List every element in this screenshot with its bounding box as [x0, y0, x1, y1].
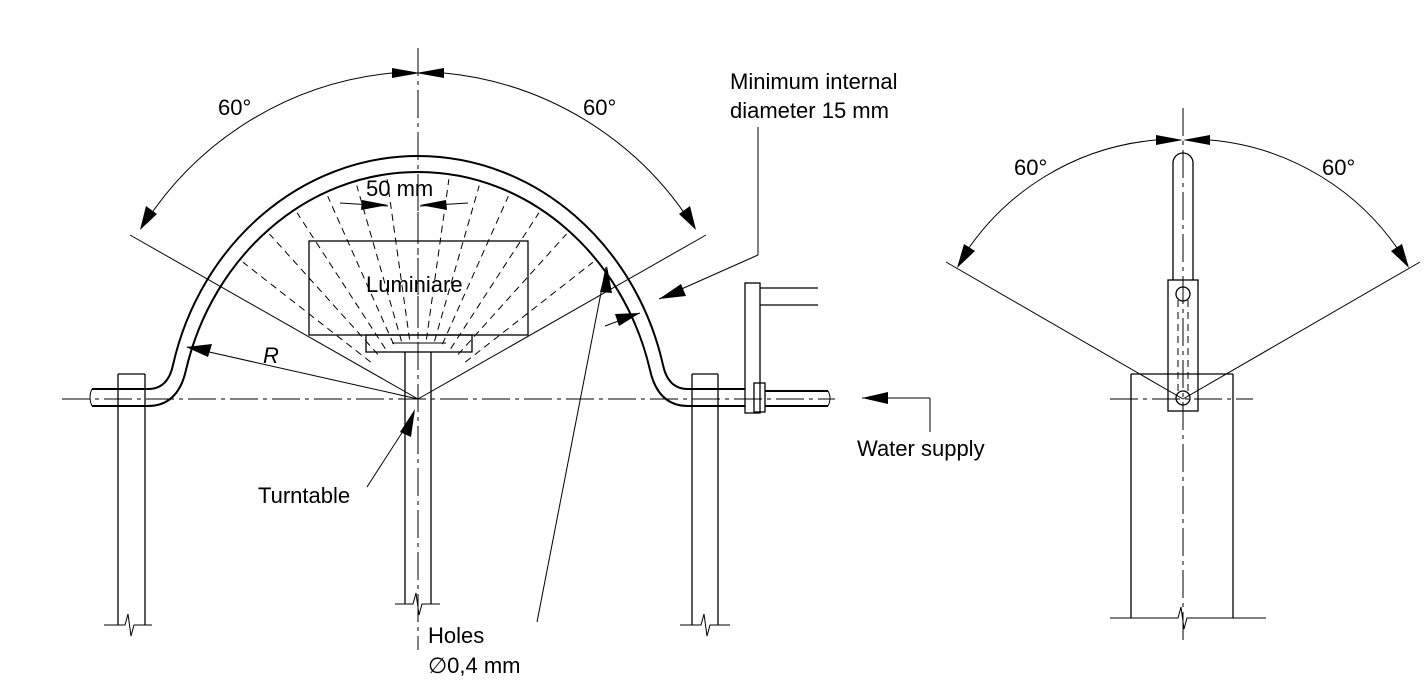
spray-jet-line [296, 212, 386, 349]
side-angle-arc-left [960, 139, 1157, 261]
oscillating-tube-inner [92, 170, 745, 407]
water-supply-label: Water supply [857, 436, 985, 461]
radius-label: R [263, 343, 279, 368]
side-view: 60° 60° [945, 108, 1421, 640]
spray-jet-line [242, 261, 372, 363]
turntable-shaft [395, 352, 440, 616]
angle-label-left: 60° [218, 95, 251, 120]
oscillating-tube-outer [92, 154, 745, 390]
spray-jet-line [441, 195, 509, 345]
radius-line [186, 346, 419, 400]
turntable-label: Turntable [258, 483, 350, 508]
sector-boundary-right [417, 234, 707, 400]
side-post [1110, 373, 1266, 630]
internal-diameter-label-1: Minimum internal [730, 69, 898, 94]
side-boundary-left [945, 261, 1184, 400]
supply-fitting [744, 282, 818, 414]
spray-jets [242, 177, 594, 363]
side-pivot-bracket [1167, 279, 1199, 412]
spray-jet-line [434, 185, 480, 342]
side-pivot-hole-bottom [1175, 390, 1191, 406]
spray-jet-line [464, 261, 594, 363]
side-angle-arc-right [1209, 139, 1406, 261]
internal-diameter-label-2: diameter 15 mm [730, 98, 889, 123]
spray-jet-line [356, 185, 402, 342]
spray-jet-line [269, 233, 379, 355]
side-pivot-hole-top [1175, 286, 1191, 302]
spray-jet-line [450, 212, 540, 349]
spray-jet-line [327, 195, 395, 345]
side-angle-label-left: 60° [1014, 155, 1047, 180]
side-tube [1172, 152, 1194, 280]
holes-label-1: Holes [428, 623, 484, 648]
spray-jet-line [457, 233, 567, 355]
sector-boundary-left [129, 234, 419, 400]
right-post [680, 373, 730, 637]
tube-end-left [89, 388, 93, 407]
spray-jet-line [386, 179, 411, 340]
front-view: Luminiare 60° 60° 50 mm R Minimum intern… [62, 48, 985, 678]
supply-pipe-end [827, 390, 831, 407]
spacing-label: 50 mm [366, 176, 433, 201]
holes-label-2: ∅0,4 mm [428, 653, 521, 678]
luminaire-label: Luminiare [366, 272, 463, 297]
side-angle-label-right: 60° [1322, 155, 1355, 180]
angle-label-right: 60° [583, 95, 616, 120]
angle-arc-right [443, 72, 692, 224]
side-boundary-right [1182, 261, 1421, 400]
holes-leader [536, 266, 607, 623]
left-post [104, 373, 152, 637]
angle-arc-left [144, 72, 393, 224]
